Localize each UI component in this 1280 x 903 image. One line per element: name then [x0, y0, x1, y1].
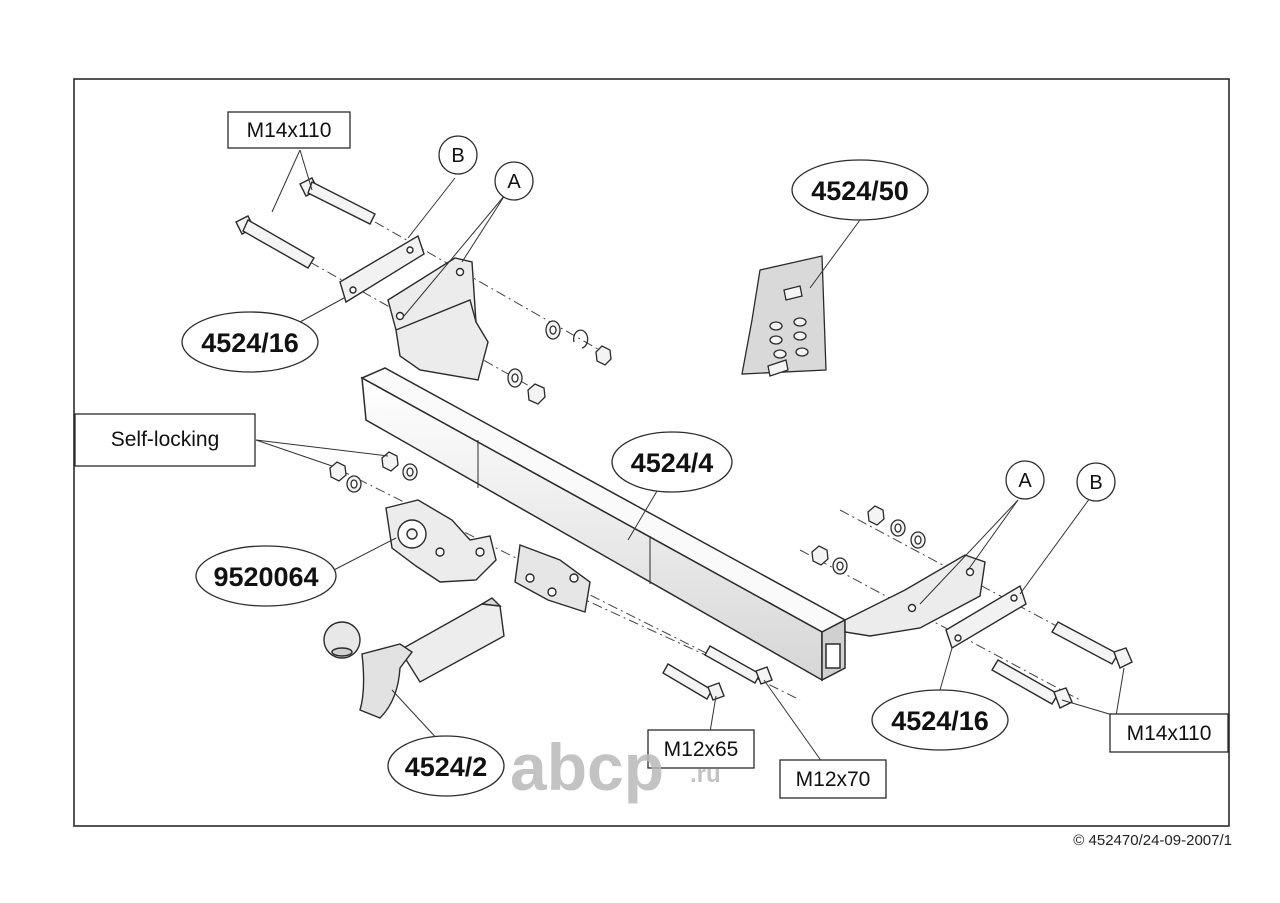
callout-a-left: A — [494, 161, 534, 201]
callout-a-right: A — [1005, 460, 1045, 500]
bracket-a-left — [387, 257, 489, 381]
svg-text:B: B — [451, 145, 464, 167]
callout-b-right: B — [1076, 462, 1116, 502]
svg-text:4524/2: 4524/2 — [405, 752, 488, 782]
drawing-code: 452470/24-09-2007/1 — [1088, 832, 1232, 849]
svg-text:9520064: 9520064 — [213, 562, 318, 592]
leader-lines — [255, 149, 1125, 763]
kit-4524-50-icon — [741, 255, 827, 377]
self-locking-nuts — [329, 451, 418, 493]
label-4524-16-right: 4524/16 — [871, 689, 1009, 751]
tow-ball-4524-2 — [323, 597, 505, 719]
bolt-m14-left-upper — [299, 177, 376, 225]
nuts-washers-upper — [507, 320, 612, 405]
svg-text:.ru: .ru — [690, 761, 721, 788]
nuts-washers-right — [811, 505, 926, 575]
svg-text:4524/16: 4524/16 — [891, 706, 989, 736]
label-self-locking: Self-locking — [74, 413, 256, 467]
label-4524-4: 4524/4 — [611, 431, 733, 493]
label-m12x70: M12x70 — [779, 759, 887, 799]
label-m14x110-right: M14x110 — [1109, 713, 1229, 753]
bolt-m12x65 — [662, 663, 725, 701]
socket-plate-9520064 — [385, 499, 497, 583]
label-4524-50: 4524/50 — [791, 159, 929, 221]
label-m12x65: M12x65 — [647, 729, 755, 769]
svg-text:M14x110: M14x110 — [247, 119, 332, 142]
svg-text:A: A — [1018, 470, 1032, 492]
svg-text:4524/16: 4524/16 — [201, 328, 299, 358]
svg-text:A: A — [507, 171, 521, 193]
watermark-abcp: abcp .ru — [510, 730, 721, 804]
plate-4524-16-right — [945, 584, 1027, 650]
bracket-a-right — [844, 554, 986, 637]
label-m14x110-top: M14x110 — [227, 111, 351, 149]
label-4524-16-left: 4524/16 — [181, 311, 319, 373]
plate-4524-16-left — [339, 234, 425, 304]
svg-text:4524/50: 4524/50 — [811, 176, 909, 206]
bolt-m12x70 — [704, 645, 773, 685]
bolt-m14-right-upper — [1051, 621, 1133, 669]
copyright-footer: © 452470/24-09-2007/1 — [1000, 832, 1232, 849]
label-9520064: 9520064 — [195, 545, 337, 607]
svg-text:M14x110: M14x110 — [1127, 722, 1212, 745]
main-beam-4524-4 — [360, 367, 847, 682]
callout-b-left: B — [438, 135, 478, 175]
diagram-frame — [73, 78, 1230, 827]
bolt-m14-right-lower — [991, 659, 1073, 709]
svg-text:4524/4: 4524/4 — [631, 448, 714, 478]
svg-text:M12x65: M12x65 — [664, 738, 739, 761]
svg-text:M12x70: M12x70 — [796, 768, 871, 791]
bolt-m14-left-lower — [235, 215, 315, 269]
svg-text:Self-locking: Self-locking — [111, 428, 220, 451]
copyright-symbol: © — [1073, 832, 1085, 849]
svg-text:abcp: abcp — [510, 730, 664, 804]
label-4524-2: 4524/2 — [387, 735, 505, 797]
beam-center-mount — [514, 544, 591, 613]
svg-text:B: B — [1089, 472, 1102, 494]
